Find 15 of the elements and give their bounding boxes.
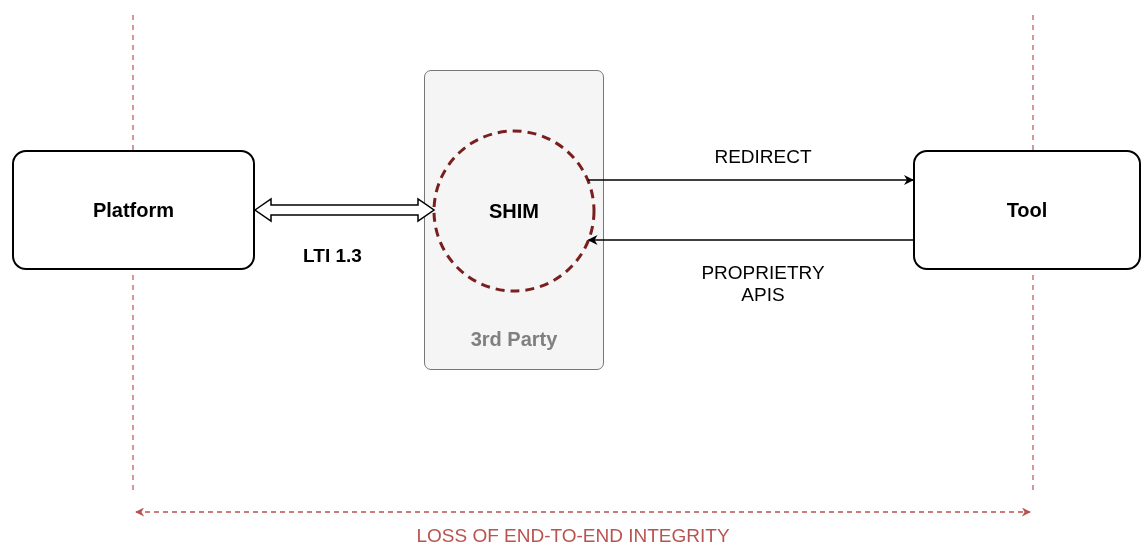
node-label: Tool xyxy=(1006,198,1048,222)
edge-label: REDIRECT xyxy=(713,146,813,168)
arrow xyxy=(587,235,914,245)
dashed-circle xyxy=(432,129,596,293)
node-label: 3rd Party xyxy=(470,328,558,351)
arrow xyxy=(587,175,914,185)
group-panel xyxy=(424,70,604,370)
edge-label: PROPRIETRY APIS xyxy=(700,262,826,306)
process-box xyxy=(12,150,255,270)
arrow xyxy=(253,197,436,223)
note-label: LOSS OF END-TO-END INTEGRITY xyxy=(415,525,731,547)
node-label: Platform xyxy=(92,198,175,222)
edge-label: LTI 1.3 xyxy=(302,245,363,267)
process-box xyxy=(913,150,1141,270)
node-label: SHIM xyxy=(489,199,539,223)
